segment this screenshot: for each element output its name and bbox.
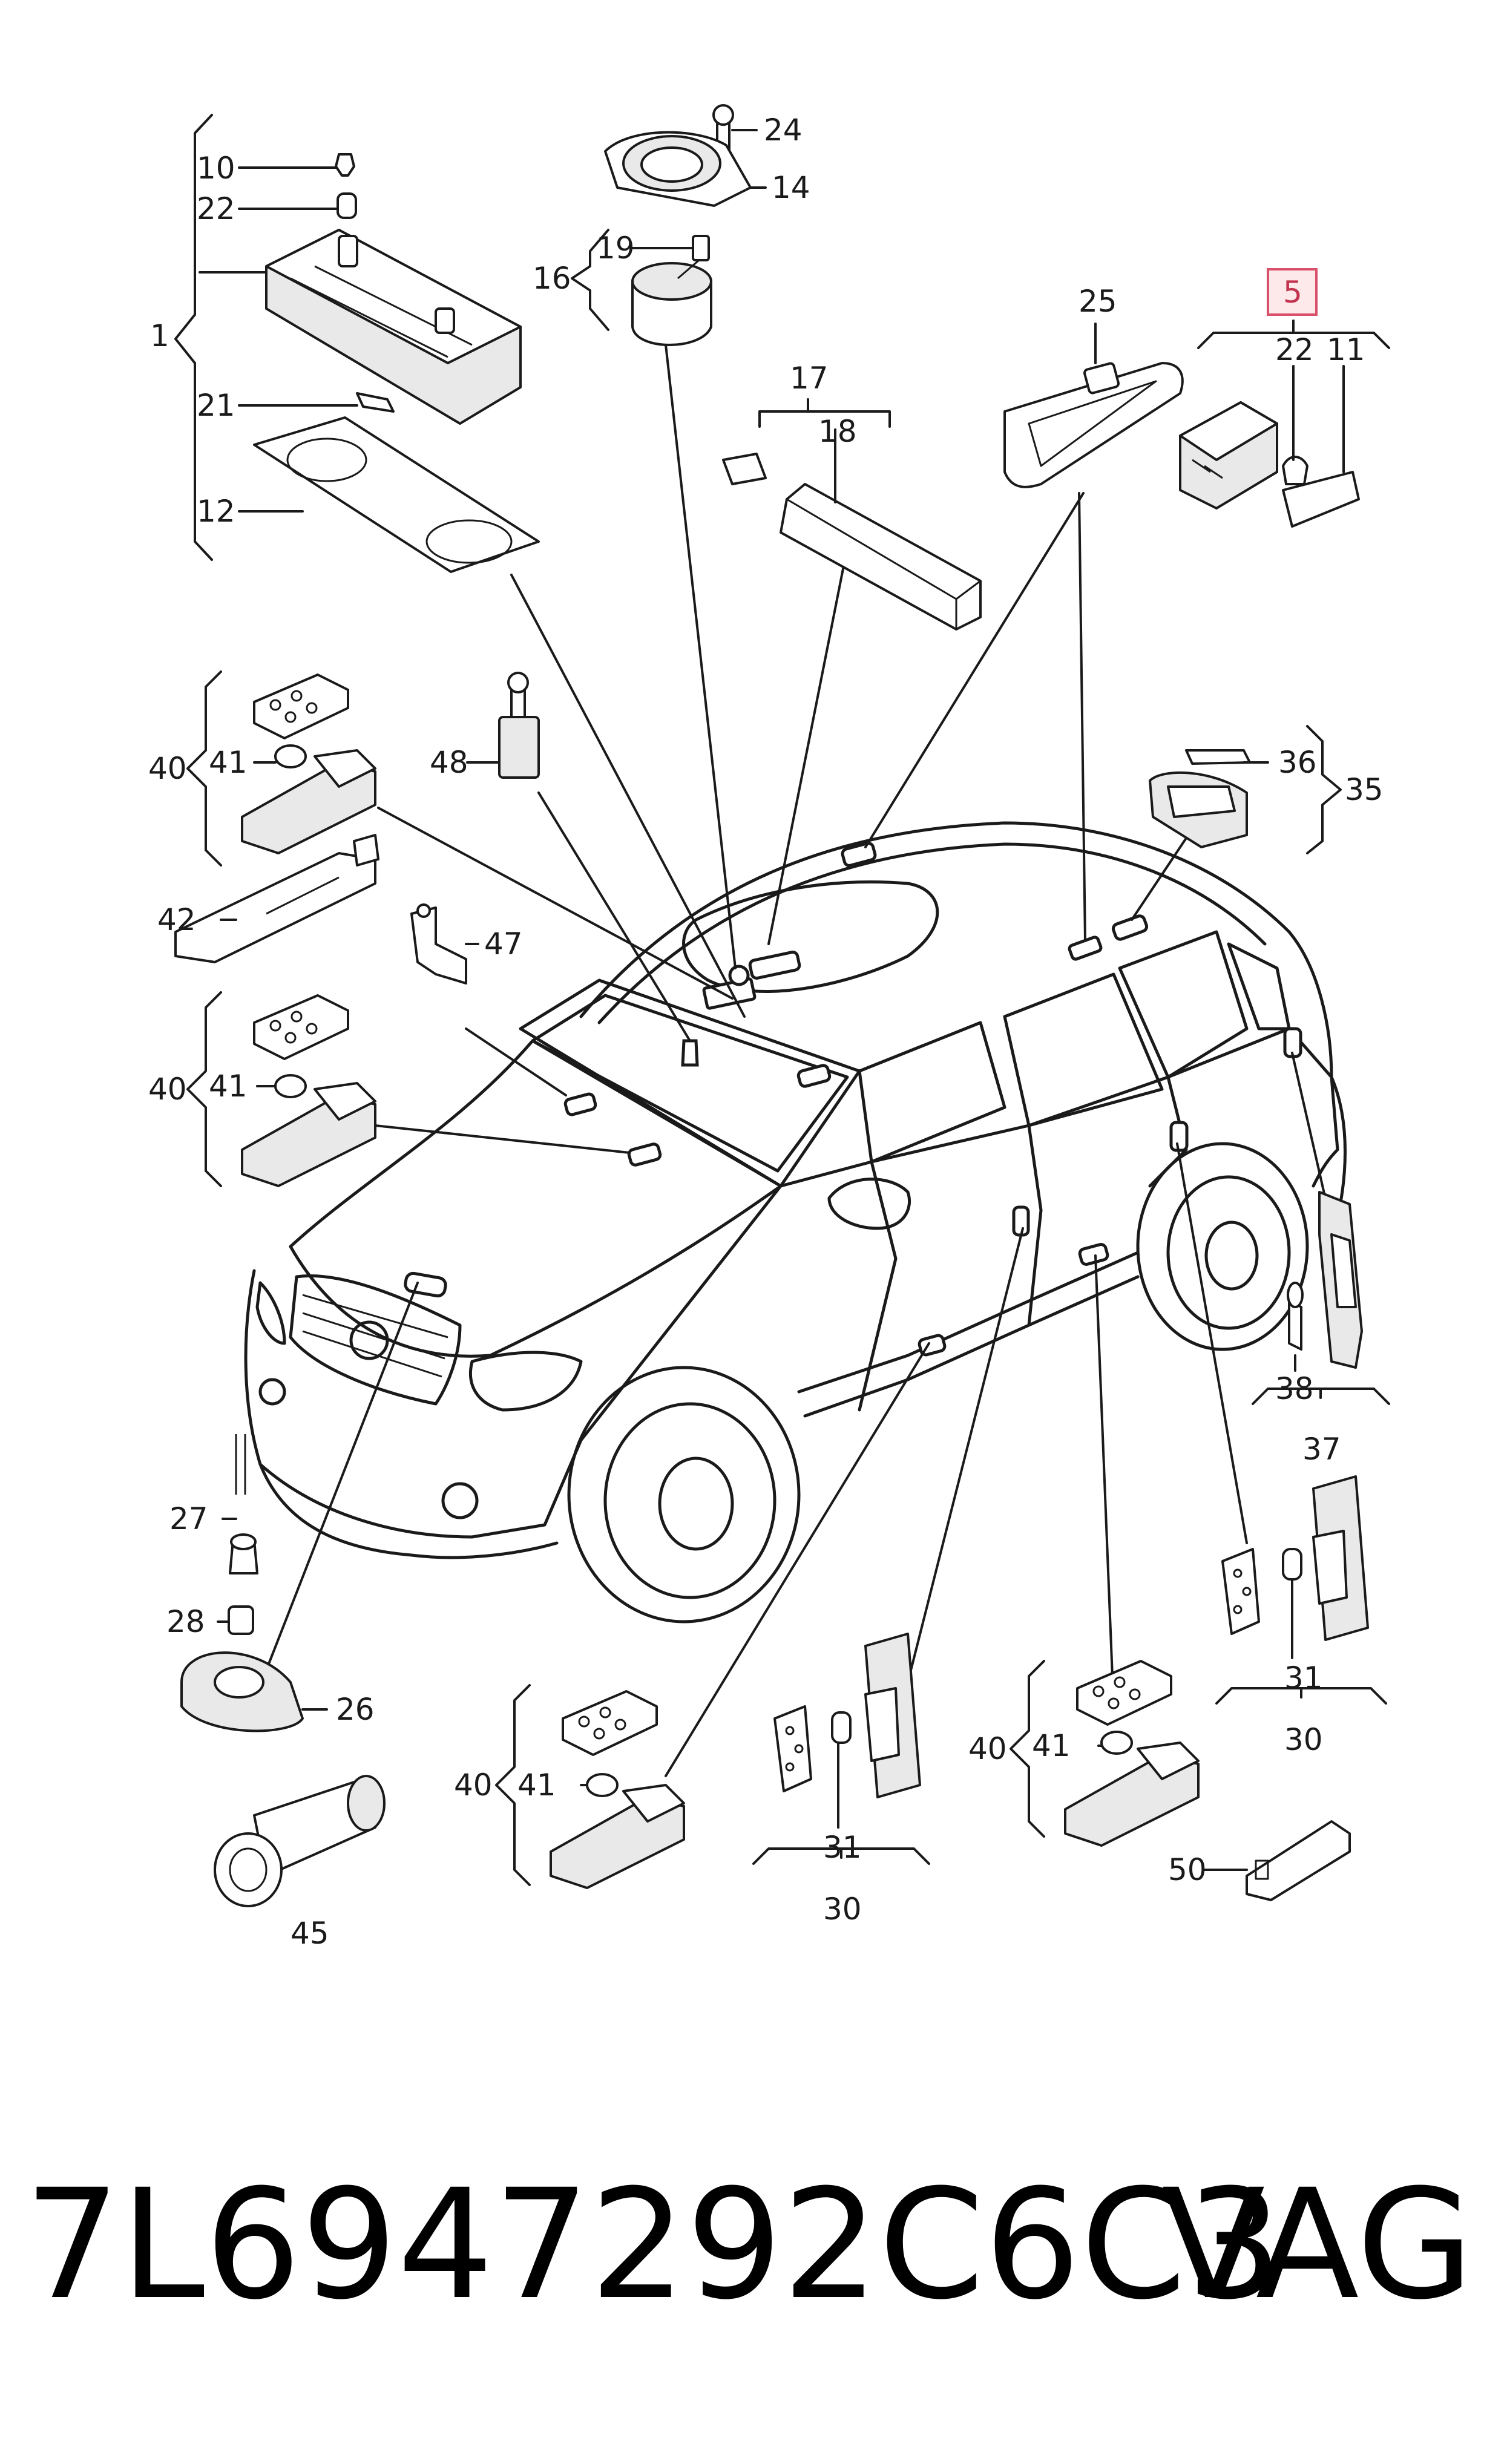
door-switch bbox=[498, 672, 540, 779]
callout-41-b: 41 bbox=[209, 1069, 248, 1104]
callout-47: 47 bbox=[484, 926, 523, 962]
callout-37: 37 bbox=[1302, 1432, 1341, 1467]
tailgate-lamp bbox=[1287, 1191, 1363, 1369]
callout-19: 19 bbox=[596, 231, 635, 266]
part-number: 7L6947292C6C3 bbox=[24, 2157, 1282, 2333]
callout-41-a: 41 bbox=[209, 745, 248, 780]
footer: 7L6947292C6C3 VAG bbox=[0, 2154, 1507, 2336]
lamp-unit bbox=[1179, 401, 1360, 528]
callout-40-a: 40 bbox=[148, 751, 187, 786]
callout-42: 42 bbox=[157, 902, 196, 937]
callout-40-d: 40 bbox=[968, 1731, 1007, 1766]
callout-36: 36 bbox=[1278, 745, 1317, 780]
cigarette-lighter bbox=[214, 1775, 386, 1907]
callout-40-b: 40 bbox=[148, 1072, 187, 1107]
callout-30-middle: 30 bbox=[823, 1892, 862, 1927]
callout-28: 28 bbox=[166, 1604, 205, 1639]
brand-name: VAG bbox=[1161, 2157, 1474, 2333]
callout-48: 48 bbox=[430, 745, 468, 780]
callout-16: 16 bbox=[533, 261, 571, 296]
callout-labels: 1 10 22 21 12 24 14 19 16 17 18 25 5 22 … bbox=[148, 113, 1384, 1951]
door-lamp-d bbox=[1064, 1660, 1200, 1847]
callout-24: 24 bbox=[764, 113, 803, 148]
reading-light-assembly bbox=[604, 104, 752, 346]
roof-light bbox=[1003, 362, 1184, 488]
callout-5: 5 bbox=[1283, 275, 1302, 310]
trim-panel bbox=[174, 834, 379, 963]
lens-cover bbox=[1246, 1820, 1351, 1901]
callout-18: 18 bbox=[818, 414, 857, 449]
callout-12: 12 bbox=[197, 494, 235, 529]
callout-50: 50 bbox=[1168, 1852, 1207, 1887]
callout-1: 1 bbox=[150, 318, 169, 353]
callout-27: 27 bbox=[169, 1501, 208, 1536]
callout-45: 45 bbox=[291, 1916, 329, 1951]
callout-11: 11 bbox=[1327, 332, 1365, 367]
control-unit bbox=[722, 453, 982, 631]
callout-22-right: 22 bbox=[1275, 332, 1314, 367]
mounting-clip bbox=[410, 903, 467, 985]
boot-light bbox=[180, 1434, 304, 1732]
callout-35: 35 bbox=[1345, 772, 1384, 807]
callout-31-middle: 31 bbox=[823, 1830, 862, 1865]
callout-14: 14 bbox=[772, 170, 810, 205]
group-brackets bbox=[174, 114, 1390, 1886]
vehicle-outline bbox=[244, 821, 1347, 1624]
door-lamp-b bbox=[241, 994, 376, 1187]
door-handle-lamp-a bbox=[773, 1633, 921, 1798]
callout-21: 21 bbox=[197, 388, 235, 423]
front-interior-light-assembly bbox=[253, 153, 540, 573]
lamp-positions bbox=[404, 842, 1302, 1357]
callout-leaders bbox=[199, 129, 1345, 1871]
callout-40-c: 40 bbox=[454, 1768, 493, 1803]
leader-lines bbox=[265, 344, 1333, 1777]
callout-5-highlight bbox=[1267, 268, 1318, 316]
callout-41-c: 41 bbox=[517, 1768, 556, 1803]
callout-38: 38 bbox=[1275, 1371, 1314, 1406]
door-lamp-c bbox=[550, 1690, 685, 1889]
callout-22-top: 22 bbox=[197, 191, 235, 226]
callout-41-d: 41 bbox=[1032, 1728, 1071, 1763]
callout-17: 17 bbox=[790, 361, 829, 396]
door-lamp-a bbox=[241, 673, 376, 854]
callout-25: 25 bbox=[1079, 284, 1117, 319]
callout-31-right: 31 bbox=[1284, 1660, 1323, 1696]
callout-10: 10 bbox=[197, 151, 235, 186]
rear-interior-light bbox=[1149, 749, 1251, 848]
callout-30-right: 30 bbox=[1284, 1722, 1323, 1757]
callout-26: 26 bbox=[336, 1692, 375, 1727]
door-handle-lamp-b bbox=[1221, 1475, 1369, 1641]
